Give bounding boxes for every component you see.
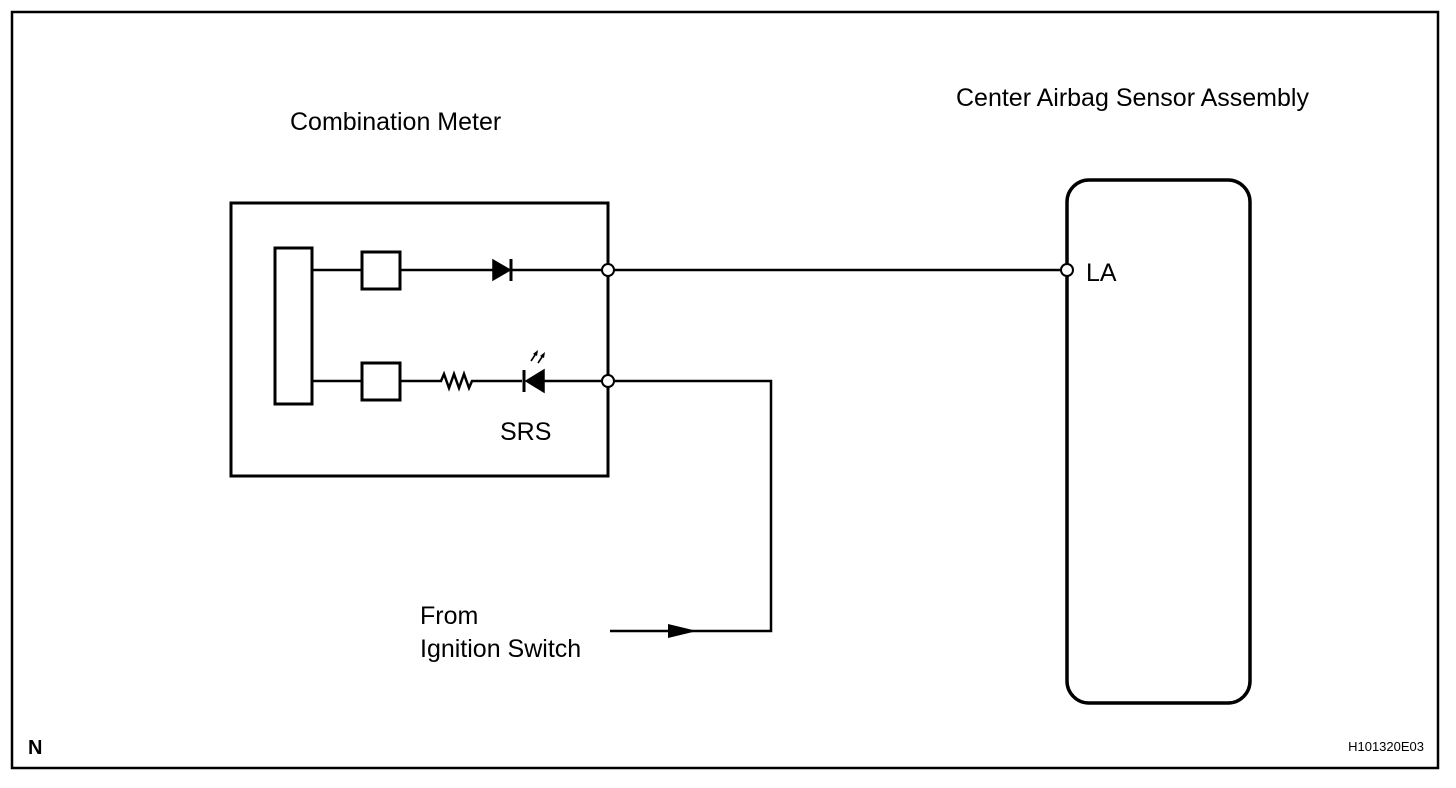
lower-switch-block xyxy=(360,361,402,402)
figure-code: H101320E03 xyxy=(1348,739,1424,754)
meter-terminal-upper xyxy=(601,263,615,277)
corner-label: N xyxy=(28,737,42,759)
diode-symbol xyxy=(492,258,513,282)
resistor-symbol xyxy=(400,370,522,392)
la-terminal-label: LA xyxy=(1086,259,1117,287)
srs-label: SRS xyxy=(500,418,551,446)
ignition-feed-wire xyxy=(608,379,773,633)
arrow-right-icon xyxy=(668,624,697,638)
airbag-sensor-box xyxy=(1065,178,1252,705)
ignition-source-label-line2: Ignition Switch xyxy=(420,635,581,663)
meter-driver-bar xyxy=(273,246,314,406)
meter-terminal-lower xyxy=(601,374,615,388)
srs-warning-led-icon xyxy=(522,350,608,394)
diagram-frame xyxy=(10,10,1440,770)
ignition-source-label-line1: From xyxy=(420,602,478,630)
airbag-sensor-label: Center Airbag Sensor Assembly xyxy=(956,84,1309,112)
upper-switch-block xyxy=(360,250,402,291)
combination-meter-label: Combination Meter xyxy=(290,108,501,136)
la-terminal xyxy=(1060,263,1074,277)
combination-meter-box xyxy=(229,201,610,478)
